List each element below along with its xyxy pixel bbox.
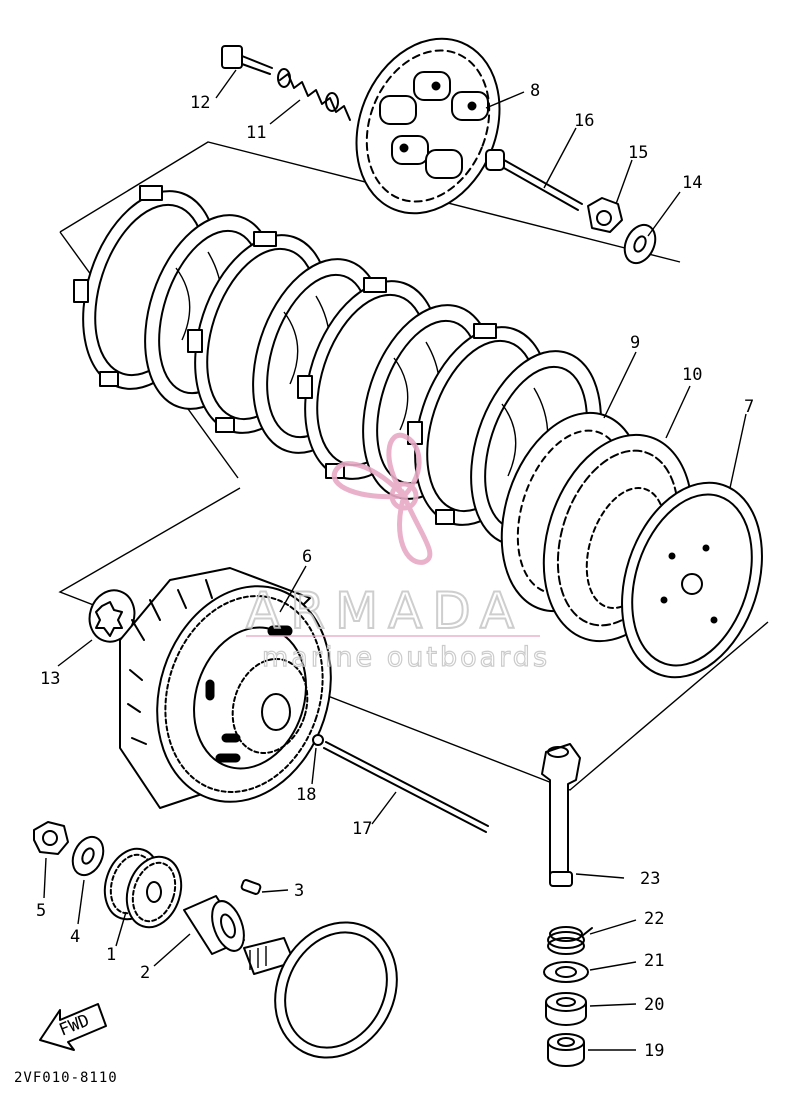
part-20-bearing [545, 992, 587, 1026]
callout-20: 20 [644, 995, 664, 1015]
callout-2: 2 [140, 963, 150, 983]
callout-7: 7 [744, 397, 754, 417]
callout-13: 13 [40, 669, 60, 689]
part-23-push-lever-shaft [541, 743, 581, 887]
part-21-seal [543, 961, 589, 983]
watermark-brand: ARMADA [246, 582, 524, 640]
callout-labels: 12 11 8 16 15 14 9 10 7 6 13 18 17 23 22… [36, 81, 754, 1061]
callout-16: 16 [574, 111, 594, 131]
part-16-push-rod [485, 149, 583, 211]
clutch-plate-stack [73, 185, 602, 546]
fwd-arrow: FWD [39, 1003, 107, 1051]
callout-3: 3 [294, 881, 304, 901]
callout-12: 12 [190, 93, 210, 113]
callout-19: 19 [644, 1041, 664, 1061]
part-22-spring [547, 926, 593, 955]
part-7-pressure-plate [621, 481, 763, 679]
part-3-key [240, 879, 262, 895]
figure-code: 2VF010-8110 [14, 1070, 118, 1086]
part-6-clutch-housing [119, 567, 332, 809]
part-13-lock-washer [88, 589, 136, 643]
part-8-pressure-plate [355, 37, 501, 215]
part-4-washer [71, 835, 105, 877]
callout-18: 18 [296, 785, 316, 805]
part-18-ball [312, 734, 324, 746]
callout-1: 1 [106, 945, 116, 965]
part-5-nut [33, 821, 69, 855]
leader-lines [43, 69, 747, 1051]
callout-23: 23 [640, 869, 660, 889]
part-2-spacer [183, 895, 245, 955]
callout-17: 17 [352, 819, 372, 839]
watermark: ARMADA marine outboards [245, 432, 550, 674]
part-11-clutch-spring [277, 68, 351, 121]
callout-14: 14 [682, 173, 702, 193]
part-19-bearing [547, 1033, 585, 1067]
callout-8: 8 [530, 81, 540, 101]
callout-21: 21 [644, 951, 664, 971]
callout-15: 15 [628, 143, 648, 163]
callout-5: 5 [36, 901, 46, 921]
watermark-tagline: marine outboards [262, 642, 550, 673]
part-12-bolt [221, 45, 273, 75]
crankshaft-end [243, 921, 398, 1059]
part-15-nut [587, 197, 623, 233]
propeller-icon [331, 432, 433, 565]
part-1-primary-drive-gear [103, 847, 183, 929]
part-17-push-rod [323, 741, 489, 833]
callout-22: 22 [644, 909, 664, 929]
callout-4: 4 [70, 927, 80, 947]
callout-6: 6 [302, 547, 312, 567]
callout-11: 11 [246, 123, 266, 143]
part-14-washer [623, 223, 657, 265]
callout-10: 10 [682, 365, 702, 385]
callout-9: 9 [630, 333, 640, 353]
